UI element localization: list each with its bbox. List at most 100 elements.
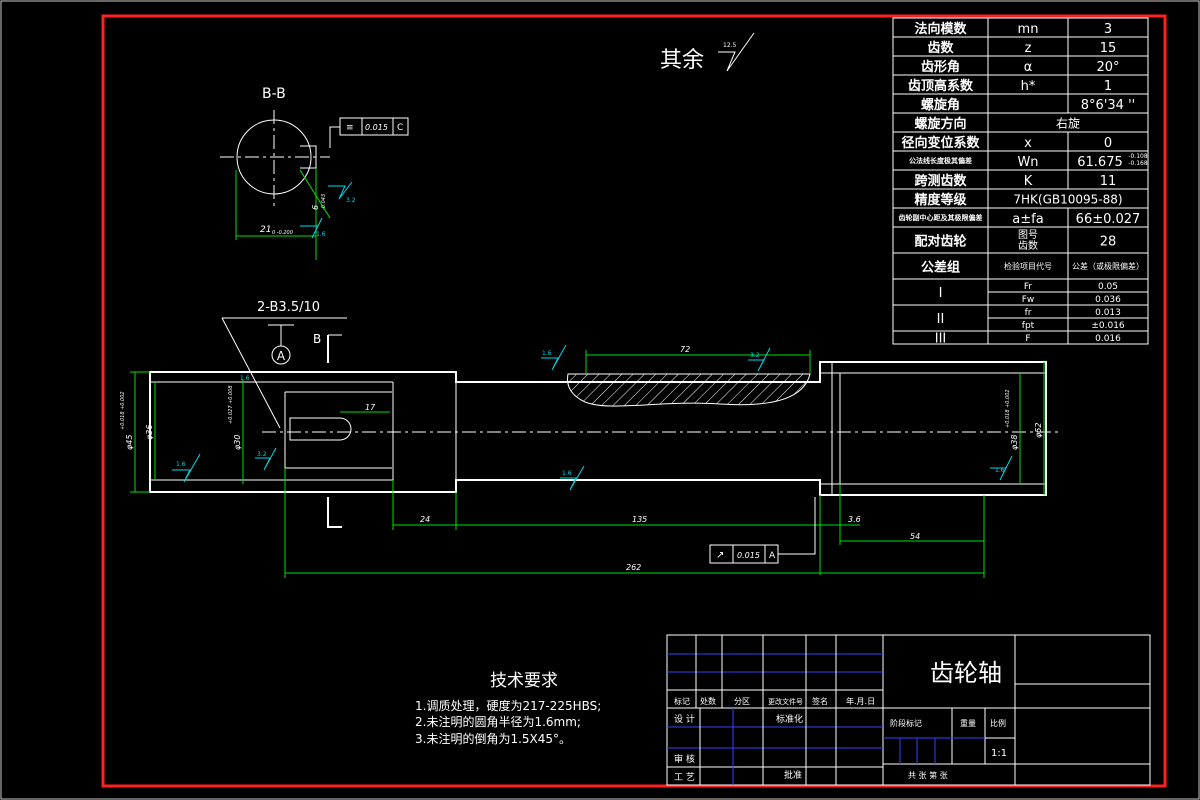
technical-requirements: 技术要求 1.调质处理，硬度为217-225HBS; 2.未注明的圆角半径为1.…	[415, 671, 601, 746]
param-name: 跨测齿数	[914, 173, 967, 189]
svg-text:φ45: φ45	[125, 435, 134, 450]
svg-text:0.015: 0.015	[737, 551, 760, 560]
param-symbol: 图号	[1018, 229, 1038, 241]
section-b-b-view: B-B ≡ 0.015 C 21 0 -0.200 6 -0.043 3.2 1…	[220, 86, 409, 260]
center-hole-note: 2-B3.5/10	[257, 300, 320, 315]
tolerance-value: ±0.016	[1091, 321, 1125, 331]
svg-text:标记: 标记	[674, 696, 690, 706]
roughness-symbol	[560, 465, 585, 491]
param-name: 公差组	[921, 260, 960, 276]
svg-text:-0.043: -0.043	[321, 194, 327, 210]
param-value: 0	[1104, 136, 1112, 151]
svg-text:更改文件号: 更改文件号	[768, 697, 803, 706]
tolerance-value: 0.05	[1098, 282, 1118, 292]
param-value: 15	[1100, 41, 1117, 56]
param-value: 66±0.027	[1076, 212, 1141, 227]
svg-text:1.6: 1.6	[240, 375, 250, 382]
svg-text:↗: ↗	[716, 550, 724, 561]
svg-text:处数: 处数	[700, 696, 716, 706]
requirement-item: 3.未注明的倒角为1.5X45°。	[415, 731, 571, 746]
title-block: 标记 处数 分区 更改文件号 签名 年.月.日 设 计 标准化 审 核 工 艺 …	[666, 634, 1151, 786]
svg-text:+0.018 +0.002: +0.018 +0.002	[1005, 389, 1011, 428]
param-name: 螺旋角	[921, 97, 960, 113]
svg-text:工 艺: 工 艺	[674, 772, 695, 783]
param-name: 配对齿轮	[914, 234, 966, 250]
svg-text:54: 54	[910, 532, 920, 541]
param-name: 齿形角	[921, 59, 960, 75]
section-hatch	[567, 373, 811, 407]
param-tolerance: -0.168	[1128, 160, 1148, 167]
roughness-symbol	[255, 447, 277, 471]
param-tolerance: -0.108	[1128, 153, 1148, 160]
param-symbol: Wn	[1017, 155, 1038, 170]
param-symbol: mn	[1018, 22, 1039, 37]
param-name: 齿轮副中心距及其极限偏差	[899, 213, 983, 222]
svg-text:+0.027 +0.008: +0.027 +0.008	[228, 385, 234, 424]
svg-text:3.6: 3.6	[848, 515, 861, 524]
param-name: 径向变位系数	[901, 135, 980, 151]
svg-text:6: 6	[311, 205, 320, 210]
svg-text:17: 17	[365, 403, 376, 412]
param-value: 61.675	[1077, 155, 1123, 170]
part-name: 齿轮轴	[930, 659, 1002, 687]
surface-finish-note: 其余 12.5	[660, 32, 755, 73]
svg-text:135: 135	[632, 515, 647, 524]
svg-text:φ36: φ36	[145, 425, 154, 440]
drawing-frame	[101, 14, 1167, 788]
param-value: 3	[1104, 22, 1112, 37]
param-name: 公法线长度极其偏差	[909, 156, 972, 165]
svg-text:年.月.日: 年.月.日	[846, 696, 875, 706]
param-symbol: x	[1024, 136, 1032, 151]
roughness-symbol	[172, 453, 201, 483]
svg-text:A: A	[769, 551, 776, 561]
param-name: 齿顶高系数	[908, 78, 974, 94]
svg-text:72: 72	[680, 345, 690, 354]
requirements-title: 技术要求	[490, 671, 558, 691]
svg-text:1.6: 1.6	[995, 467, 1005, 474]
tolerance-group: III	[935, 332, 947, 347]
svg-text:+0.018 +0.002: +0.018 +0.002	[120, 391, 126, 430]
svg-text:其余: 其余	[660, 48, 704, 73]
svg-text:标准化: 标准化	[776, 713, 803, 725]
svg-text:比例: 比例	[990, 718, 1006, 728]
svg-text:分区: 分区	[734, 697, 750, 706]
inspection-code: F	[1025, 334, 1030, 344]
section-label: B-B	[262, 86, 286, 102]
svg-text:1.6: 1.6	[542, 350, 552, 357]
param-value: 公差（或极限偏差）	[1072, 261, 1144, 271]
param-name: 法向模数	[914, 21, 967, 37]
param-name: 螺旋方向	[914, 116, 966, 132]
tolerance-value: 0.013	[1095, 308, 1121, 318]
param-value: 11	[1100, 174, 1117, 189]
svg-text:21: 21	[260, 225, 271, 235]
tolerance-value: 0.016	[1095, 334, 1121, 344]
param-name: 精度等级	[914, 192, 967, 208]
param-symbol: a±fa	[1012, 212, 1043, 227]
svg-text:φ38: φ38	[1010, 435, 1019, 450]
svg-text:设 计: 设 计	[674, 713, 695, 725]
svg-text:262: 262	[626, 563, 641, 572]
param-value: 20°	[1096, 60, 1119, 75]
datum-a: A	[277, 349, 286, 363]
svg-text:批准: 批准	[784, 769, 802, 781]
svg-text:1.6: 1.6	[562, 470, 572, 477]
svg-text:0 -0.200: 0 -0.200	[272, 230, 293, 236]
param-symbol: z	[1025, 41, 1032, 56]
requirement-item: 2.未注明的圆角半径为1.6mm;	[415, 714, 581, 729]
svg-text:重量: 重量	[960, 718, 976, 728]
param-value: 8°6'34 ''	[1081, 98, 1135, 113]
param-value: 1	[1104, 79, 1112, 94]
svg-text:1.6: 1.6	[316, 231, 326, 238]
roughness-symbol	[748, 347, 771, 372]
svg-text:阶段标记: 阶段标记	[890, 718, 922, 728]
param-value: 7HK(GB10095-88)	[1013, 193, 1122, 207]
svg-text:3.2: 3.2	[257, 451, 267, 458]
param-value: 右旋	[1056, 116, 1080, 131]
param-symbol: α	[1024, 60, 1033, 75]
svg-text:签名: 签名	[812, 696, 828, 706]
svg-text:3.2: 3.2	[346, 197, 356, 204]
inspection-code: fr	[1025, 308, 1032, 318]
roughness-symbol	[990, 455, 1013, 481]
param-symbol: h*	[1021, 79, 1036, 94]
